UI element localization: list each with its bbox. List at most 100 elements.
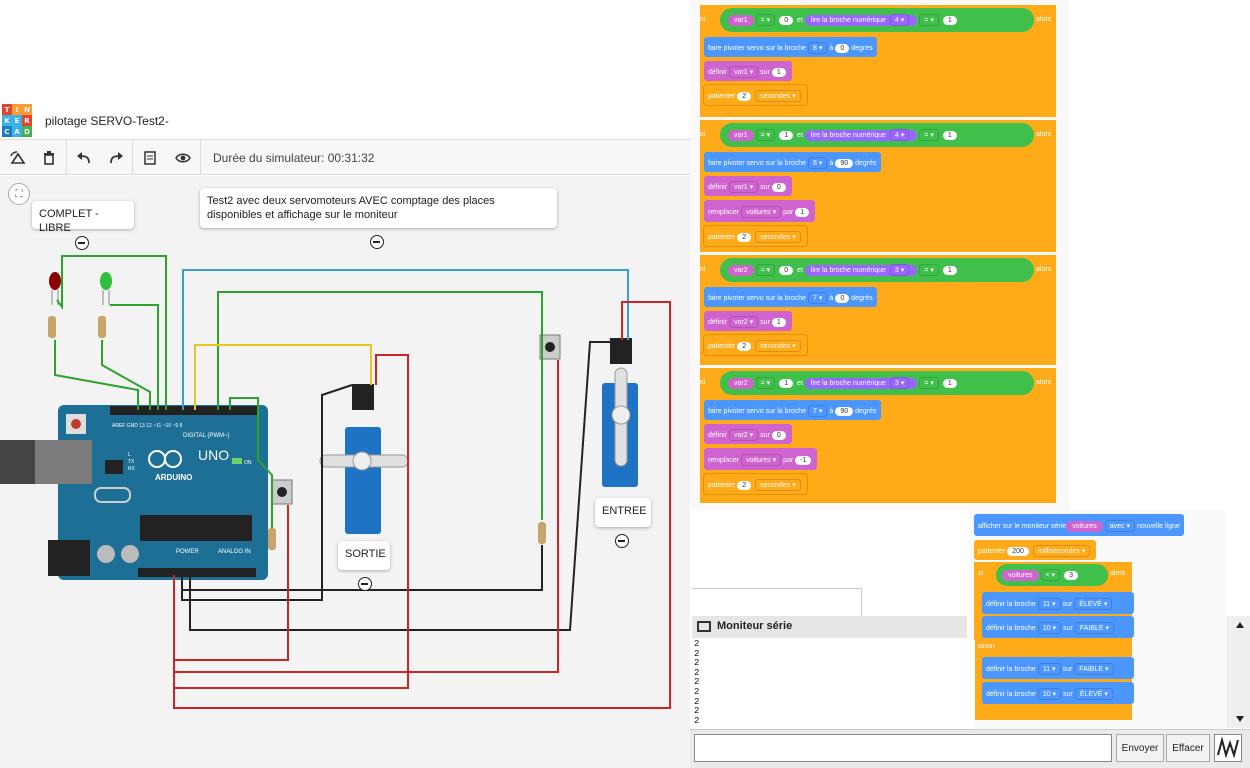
value-pill[interactable]: 1 [779, 379, 794, 388]
value-pill[interactable]: 1 [942, 16, 957, 25]
undo-icon[interactable] [74, 148, 94, 168]
if-label[interactable]: si [700, 375, 705, 393]
serial-scrollbar[interactable] [1226, 616, 1250, 728]
and-condition[interactable]: var2= ▾1 et lire la broche numérique 3 ▾… [720, 371, 1034, 395]
dropdown[interactable]: var1 ▾ [729, 66, 759, 78]
note-collapse-icon[interactable] [370, 235, 384, 249]
dropdown[interactable]: 8 ▾ [808, 157, 828, 169]
value-pill[interactable]: 1 [942, 379, 957, 388]
value-pill[interactable]: 1 [771, 68, 786, 77]
value-pill[interactable]: 1 [942, 266, 957, 275]
compare-condition[interactable]: voitures< ▾3 [996, 564, 1108, 586]
note-collapse-icon[interactable] [75, 236, 89, 250]
delete-icon[interactable] [39, 148, 59, 168]
if-label[interactable]: si [700, 262, 705, 280]
project-title[interactable]: pilotage SERVO-Test2- [45, 114, 169, 128]
if-label[interactable]: si [700, 12, 705, 30]
dropdown[interactable]: voitures ▾ [741, 206, 782, 218]
dropdown[interactable]: var1 ▾ [729, 181, 759, 193]
dropdown[interactable]: 7 ▾ [808, 405, 828, 417]
clear-button[interactable]: Effacer [1166, 734, 1210, 762]
value-pill[interactable]: 0 [835, 294, 850, 303]
and-condition[interactable]: var1= ▾1 et lire la broche numérique 4 ▾… [720, 123, 1034, 147]
value-pill[interactable]: 1 [942, 131, 957, 140]
value-pill[interactable]: 2 [737, 92, 752, 101]
value-pill[interactable]: 2 [737, 233, 752, 242]
value-pill[interactable]: 0 [835, 44, 850, 53]
dropdown[interactable]: 3 ▾ [889, 264, 910, 276]
value-pill[interactable]: 1 [779, 131, 794, 140]
value-pill[interactable]: -1 [795, 456, 812, 465]
dropdown[interactable]: = ▾ [919, 377, 939, 389]
visibility-icon[interactable] [173, 148, 193, 168]
value-pill[interactable]: 0 [779, 16, 794, 25]
dropdown[interactable]: ÉLEVÉ ▾ [1074, 688, 1113, 700]
dropdown[interactable]: < ▾ [1040, 569, 1061, 581]
dropdown[interactable]: = ▾ [755, 264, 776, 276]
dropdown[interactable]: secondes ▾ [755, 340, 801, 352]
dropdown[interactable]: 8 ▾ [808, 42, 828, 54]
dropdown[interactable]: 10 ▾ [1037, 688, 1062, 700]
redo-icon[interactable] [106, 148, 126, 168]
then-label[interactable]: alors [1110, 570, 1125, 577]
then-label[interactable]: alors [1036, 379, 1051, 386]
dropdown[interactable]: 11 ▾ [1037, 663, 1061, 675]
dropdown[interactable]: FAIBLE ▾ [1074, 622, 1115, 634]
then-label[interactable]: alors [1036, 16, 1051, 23]
dropdown[interactable]: ÉLEVÉ ▾ [1074, 598, 1113, 610]
if-label[interactable]: si [700, 127, 705, 145]
note-entree[interactable]: ENTREE [595, 498, 651, 527]
value-pill[interactable]: 90 [835, 407, 854, 416]
if-label[interactable]: si [978, 570, 983, 577]
note-sortie[interactable]: SORTIE [338, 541, 390, 570]
dropdown[interactable]: FAIBLE ▾ [1074, 663, 1114, 675]
dropdown[interactable]: 11 ▾ [1037, 598, 1061, 610]
send-button[interactable]: Envoyer [1116, 734, 1164, 762]
dropdown[interactable]: = ▾ [755, 129, 776, 141]
value-pill[interactable]: 90 [835, 159, 854, 168]
value-pill[interactable]: 3 [1064, 571, 1078, 580]
dropdown[interactable]: = ▾ [755, 377, 776, 389]
zoom-fit-icon[interactable]: ⛶ [8, 183, 30, 205]
else-label[interactable]: sinon [978, 643, 995, 650]
value-pill[interactable]: 0 [771, 183, 786, 192]
dropdown[interactable]: var2 ▾ [729, 429, 759, 441]
serial-monitor-title[interactable]: Moniteur série [692, 616, 967, 638]
value-pill[interactable]: 0 [779, 266, 794, 275]
dropdown[interactable]: secondes ▾ [755, 231, 801, 243]
value-pill[interactable]: 1 [795, 208, 810, 217]
scroll-up-icon[interactable] [1236, 622, 1244, 628]
scroll-down-icon[interactable] [1236, 716, 1244, 722]
note-collapse-icon[interactable] [615, 534, 629, 548]
serial-input[interactable] [694, 734, 1112, 762]
dropdown[interactable]: = ▾ [755, 14, 776, 26]
dropdown[interactable]: voitures ▾ [741, 454, 782, 466]
value-pill[interactable]: 2 [737, 481, 752, 490]
dropdown[interactable]: = ▾ [919, 129, 939, 141]
note-status[interactable]: COMPLET - LIBRE [32, 201, 134, 234]
variable-reporter[interactable]: voitures [1066, 521, 1103, 532]
dropdown[interactable]: = ▾ [919, 264, 939, 276]
notes-icon[interactable] [140, 148, 160, 168]
dropdown[interactable]: 10 ▾ [1037, 622, 1062, 634]
value-pill[interactable]: 200 [1007, 547, 1029, 556]
dropdown[interactable]: secondes ▾ [755, 479, 801, 491]
graph-icon[interactable] [1214, 734, 1242, 762]
then-label[interactable]: alors [1036, 131, 1051, 138]
dropdown[interactable]: avec ▾ [1104, 520, 1135, 532]
